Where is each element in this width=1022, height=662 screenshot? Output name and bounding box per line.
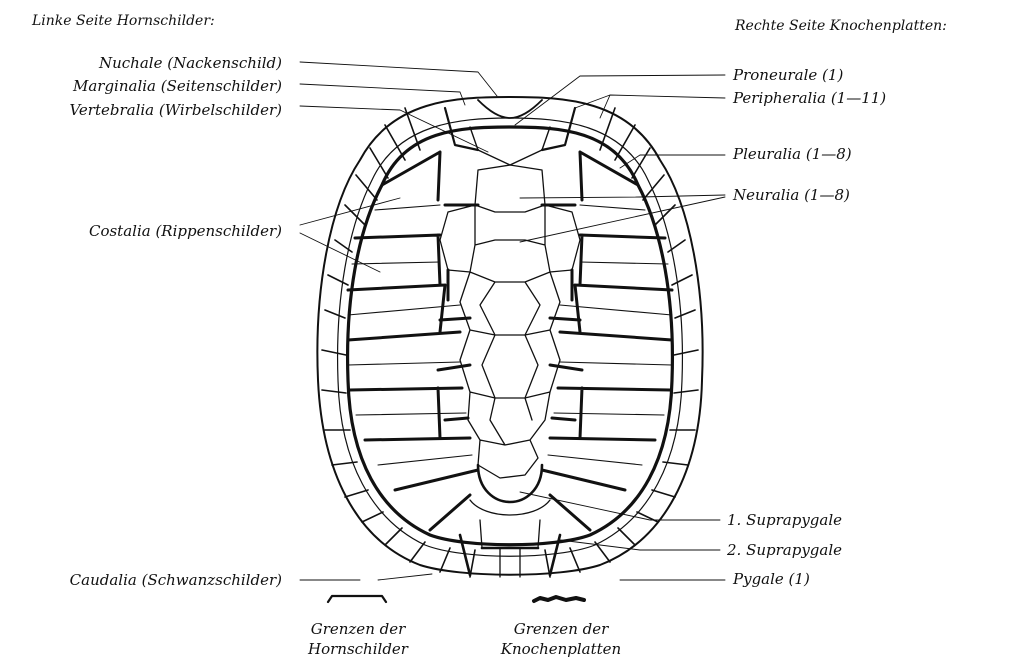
leader-neuralia <box>520 195 725 242</box>
leader-pleuralia <box>620 155 725 168</box>
neural-column <box>440 165 580 478</box>
proneurale-plate <box>470 127 550 165</box>
legend-horn-mark <box>328 596 386 602</box>
leader-nuchale <box>300 62 497 96</box>
leader-caudalia <box>300 574 432 580</box>
legend-bone-mark <box>534 597 584 601</box>
nuchale-shield <box>478 100 542 118</box>
